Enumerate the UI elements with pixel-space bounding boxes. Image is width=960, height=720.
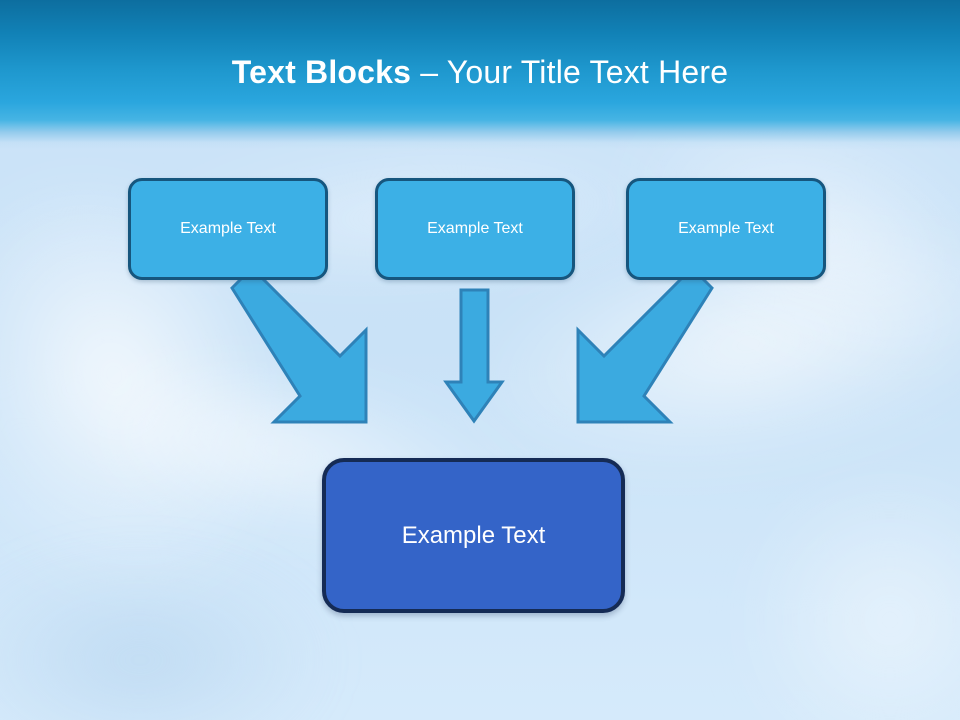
top-box-1-label: Example Text [180,220,276,237]
top-box-3-label: Example Text [678,220,774,237]
page-title: Text Blocks – Your Title Text Here [0,52,960,92]
top-box-2[interactable]: Example Text [375,178,575,280]
page-title-bold: Text Blocks [231,54,412,90]
top-box-3[interactable]: Example Text [626,178,826,280]
top-box-2-label: Example Text [427,220,523,237]
header-band [0,0,960,150]
page-title-rest: – Your Title Text Here [411,54,729,90]
bottom-box[interactable]: Example Text [322,458,625,613]
bottom-box-label: Example Text [401,521,546,549]
top-box-1[interactable]: Example Text [128,178,328,280]
